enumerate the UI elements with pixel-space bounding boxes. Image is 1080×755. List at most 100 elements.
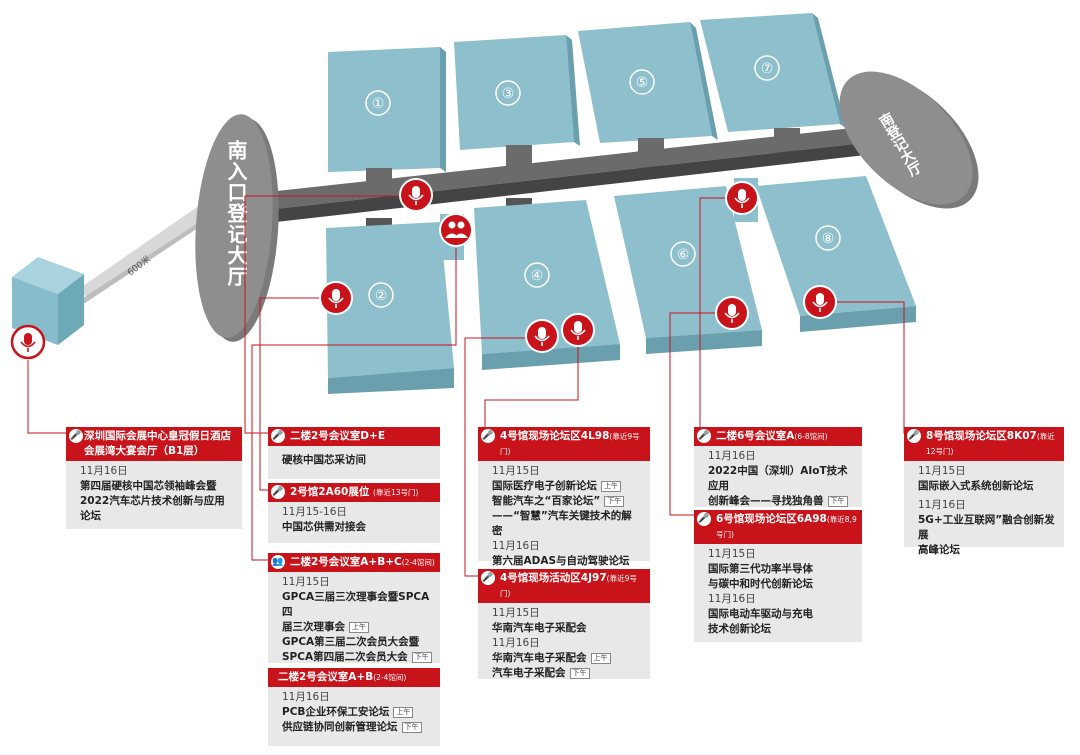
event-title: 供应链协同创新管理论坛	[282, 721, 398, 733]
people-icon: 👥	[271, 555, 285, 569]
hall-3-number: ③	[502, 86, 515, 102]
activity-4j97-title: 4号馆现场活动区4J97	[500, 572, 607, 584]
hall-4-mic-pin-a[interactable]	[525, 319, 559, 353]
south-entrance-hall	[195, 114, 279, 342]
walkway	[80, 205, 210, 300]
event-title: 中国芯供需对接会	[282, 521, 366, 533]
morning-tag: 上午	[349, 621, 369, 633]
event-date: 11月16日	[492, 637, 540, 649]
hotel-title-2: 会展湾大宴会厅（B1层）	[84, 445, 205, 457]
afternoon-tag: 下午	[827, 495, 848, 507]
booth-2a60-card: 🎤 2号馆2A60展位 (靠近13号门) 11月15-16日 中国芯供需对接会	[268, 483, 440, 543]
event-title: 技术创新论坛	[708, 623, 771, 635]
card-header: 🎤 深圳国际会展中心皇冠假日酒店 会展湾大宴会厅（B1层）	[66, 427, 242, 461]
hall-8-mic-pin[interactable]	[803, 285, 837, 319]
south-registration-hall	[839, 71, 979, 209]
location-note: (靠近13号门)	[373, 488, 419, 497]
hall-8-number: ⑧	[822, 231, 835, 247]
hall-8	[756, 176, 916, 332]
microphone-icon: 🎤	[907, 429, 921, 443]
booth-2a60-title: 2号馆2A60展位	[290, 486, 370, 498]
activity-4j97-card: 🎤 4号馆现场活动区4J97(靠近9号门) 11月15日 华南汽车电子采配会 1…	[478, 569, 650, 679]
room-de-title: 二楼2号会议室D+E	[290, 430, 385, 442]
event-date: 11月15-16日	[282, 506, 347, 518]
hall-1	[328, 47, 446, 172]
hall-7	[700, 13, 846, 132]
room-ab-card: 二楼2号会议室A+B(2-4馆间) 11月16日 PCB企业环保工安论坛上午 供…	[268, 668, 440, 746]
hall-6-mic-pin[interactable]	[715, 296, 749, 330]
microphone-icon: 🎤	[697, 512, 711, 526]
event-title: GPCA第三届二次会员大会暨	[282, 636, 420, 648]
forum-4l98-card: 🎤 4号馆现场论坛区4L98(靠近9号门) 11月15日 国际医疗电子创新论坛上…	[478, 427, 650, 567]
forum-4l98-title: 4号馆现场论坛区4L98	[500, 430, 610, 442]
location-note: (靠近12号门)	[926, 432, 1055, 456]
forum-6a98-card: 🎤 6号馆现场论坛区6A98(靠近8,9号门) 11月15日 国际第三代功率半导…	[694, 510, 862, 642]
hall-5	[578, 22, 718, 143]
hall-6-upper-mic-pin[interactable]	[725, 181, 759, 215]
event-title: 高峰论坛	[918, 544, 960, 556]
hall-4-number: ④	[531, 268, 544, 284]
event-date: 11月15日	[492, 607, 540, 619]
microphone-icon: 🎤	[481, 571, 495, 585]
event-date: 11月16日	[708, 450, 756, 462]
event-title: 5G+工业互联网”融合创新发展	[918, 514, 1055, 541]
microphone-icon: 🎤	[69, 429, 83, 443]
people-icon[interactable]	[439, 213, 473, 247]
location-note: (2-4馆间)	[373, 673, 407, 682]
event-title: SPCA第四届二次会员大会	[282, 651, 408, 663]
location-note: (6-8馆间)	[794, 432, 828, 441]
morning-tag: 上午	[601, 480, 621, 492]
event-title: 第四届硬核中国芯领袖峰会暨	[80, 480, 217, 492]
hall-5-number: ⑤	[636, 75, 649, 91]
event-title: 与碳中和时代创新论坛	[708, 578, 813, 590]
microphone-icon: 🎤	[481, 429, 495, 443]
event-title: 2022中国（深圳）AIoT技术应用	[708, 465, 848, 492]
room-de-card: 🎤 二楼2号会议室D+E 硬核中国芯采访间	[268, 427, 440, 479]
event-title: 第六届ADAS与自动驾驶论坛	[492, 555, 630, 567]
event-title: 硬核中国芯采访间	[282, 454, 366, 466]
hotel-card: 🎤 深圳国际会展中心皇冠假日酒店 会展湾大宴会厅（B1层） 11月16日 第四届…	[66, 427, 242, 529]
event-title: PCB企业环保工安论坛	[282, 706, 390, 718]
event-date: 11月16日	[918, 499, 966, 511]
microphone-icon: 🎤	[271, 485, 285, 499]
event-date: 11月15日	[492, 465, 540, 477]
afternoon-tag: 下午	[411, 651, 432, 663]
event-date: 11月15日	[282, 576, 330, 588]
hall-2-mic-pin[interactable]	[319, 281, 353, 315]
hall-2-upper-mic-pin[interactable]	[399, 178, 433, 212]
hall-4-mic-pin-b[interactable]	[561, 313, 595, 347]
room-abc-title: 二楼2号会议室A+B+C	[290, 556, 402, 568]
event-date: 11月16日	[492, 540, 540, 552]
hotel-mic-pin[interactable]	[10, 324, 46, 360]
hall-3	[454, 35, 580, 150]
event-title: ——“智慧”汽车关键技术的解密	[492, 510, 632, 537]
event-date: 11月16日	[282, 691, 330, 703]
event-title: 国际第三代功率半导体	[708, 563, 813, 575]
event-title: 届三次理事会	[282, 621, 345, 633]
event-title: 国际电动车驱动与充电	[708, 608, 813, 620]
hall-7-number: ⑦	[761, 61, 774, 77]
microphone-icon: 🎤	[697, 429, 711, 443]
forum-8k07-title: 8号馆现场论坛区8K07	[926, 430, 1037, 442]
hotel-building	[12, 257, 84, 345]
event-title: 国际嵌入式系统创新论坛	[918, 480, 1034, 492]
location-note: (靠近9号门)	[500, 574, 637, 598]
event-title: 创新峰会——寻找独角兽	[708, 495, 824, 507]
forum-6a98-title: 6号馆现场论坛区6A98	[716, 513, 827, 525]
event-title: 国际医疗电子创新论坛	[492, 480, 597, 492]
afternoon-tag: 下午	[401, 721, 422, 733]
location-note: (靠近8,9号门)	[716, 515, 857, 539]
microphone-icon: 🎤	[271, 429, 285, 443]
event-date: 11月15日	[918, 465, 966, 477]
event-date: 11月15日	[708, 548, 756, 560]
location-note: (2-4馆间)	[401, 558, 435, 567]
afternoon-tag: 下午	[569, 667, 590, 679]
hotel-title-1: 深圳国际会展中心皇冠假日酒店	[84, 430, 231, 442]
forum-8k07-card: 🎤 8号馆现场论坛区8K07(靠近12号门) 11月15日 国际嵌入式系统创新论…	[904, 427, 1064, 556]
hall-2-number: ②	[375, 288, 388, 304]
morning-tag: 上午	[590, 652, 611, 664]
hall-1-number: ①	[372, 96, 385, 112]
hall-2	[326, 222, 454, 394]
location-note: (靠近9号门)	[500, 432, 640, 456]
